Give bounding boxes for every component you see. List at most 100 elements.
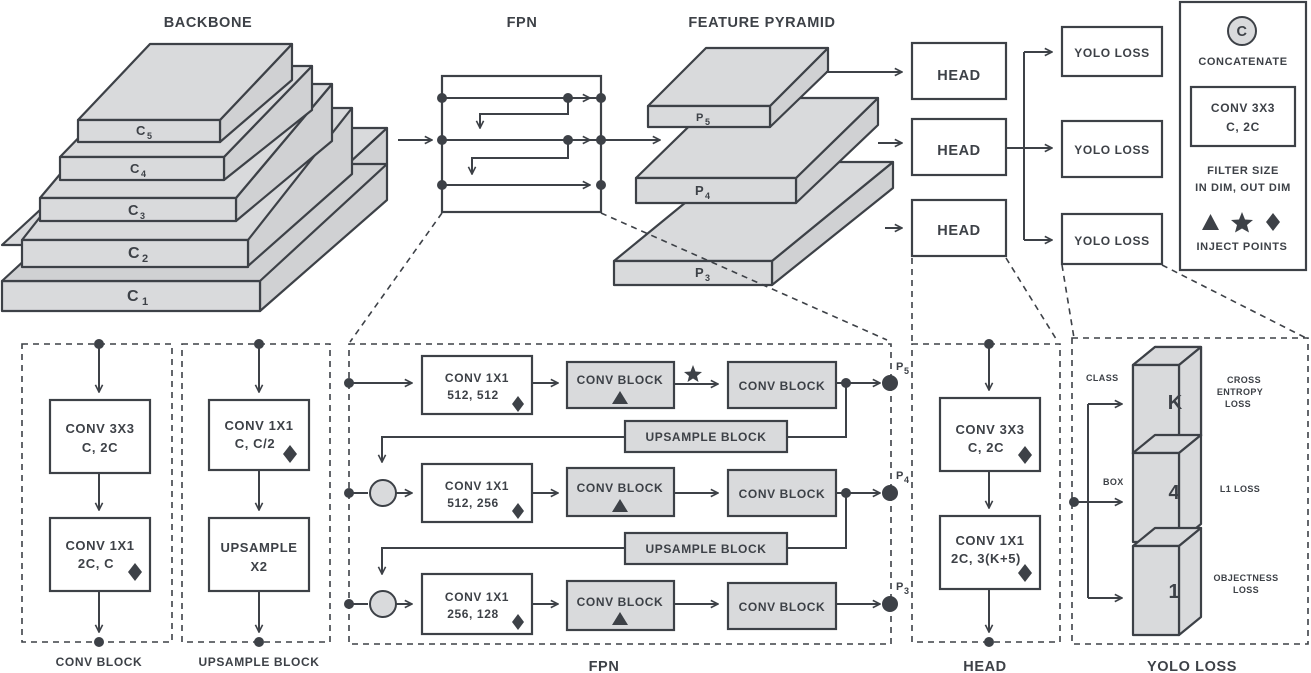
legend-filter-line1: FILTER SIZE (1207, 165, 1279, 177)
yolo-loss-detail-title: YOLO LOSS (1147, 659, 1237, 673)
backbone-label-c1: C 1 (127, 288, 149, 308)
yolo-loss-detail: CLASS BOX K 4 1 CROSS ENTROPY LOSS L1 (1069, 337, 1309, 645)
triangle-inject-icon (1202, 214, 1219, 230)
fpn-row-2: CONV 1X1 512, 256 CONV BLOCK CONV BLOCK … (344, 462, 909, 524)
backbone-stack: C 5 C 4 C 3 C 2 C 1 (0, 42, 389, 313)
svg-text:1: 1 (142, 296, 149, 308)
conv-block-box1-line1: CONV 3X3 (65, 421, 134, 436)
fpn-schematic (437, 74, 606, 214)
head-box2-line1: CONV 1X1 (955, 533, 1024, 548)
svg-text:YOLO LOSS: YOLO LOSS (1074, 46, 1149, 60)
fpn-upsample-1: UPSAMPLE BLOCK (382, 383, 847, 462)
svg-text:512, 256: 512, 256 (447, 496, 499, 510)
box-label: BOX (1103, 477, 1124, 487)
svg-text:P: P (896, 470, 904, 482)
head-detail-title: HEAD (963, 659, 1007, 673)
feature-pyramid: P 5 P 4 P 3 (612, 46, 895, 287)
svg-text:5: 5 (147, 131, 152, 141)
svg-text:3: 3 (140, 211, 145, 221)
loss3-line2: LOSS (1233, 585, 1259, 595)
svg-text:4: 4 (705, 191, 710, 201)
svg-text:3: 3 (904, 586, 909, 596)
svg-text:K: K (1168, 392, 1183, 414)
backbone-label-c5: C 5 (136, 123, 152, 141)
yolo-loss-box-3: YOLO LOSS (1060, 212, 1164, 266)
backbone-layer-c5 (76, 42, 294, 144)
svg-text:UPSAMPLE BLOCK: UPSAMPLE BLOCK (645, 542, 766, 556)
svg-text:C: C (128, 203, 139, 219)
conv-block-title: CONV BLOCK (56, 655, 143, 669)
svg-text:CONV BLOCK: CONV BLOCK (577, 373, 664, 387)
loss3-line1: OBJECTNESS (1213, 573, 1278, 583)
head-box1-line2: C, 2C (968, 440, 1004, 455)
diamond-inject-icon (1266, 213, 1280, 231)
svg-text:C: C (1236, 24, 1247, 40)
pyramid-label-p3: P 3 (695, 265, 710, 283)
svg-text:YOLO LOSS: YOLO LOSS (1074, 143, 1149, 157)
svg-text:CONV 1X1: CONV 1X1 (445, 371, 509, 385)
upsample-box1-line1: CONV 1X1 (224, 418, 293, 433)
fpn-upsample-2: UPSAMPLE BLOCK (382, 493, 847, 574)
svg-text:C: C (130, 161, 140, 176)
head-box-1: HEAD (910, 41, 1008, 101)
loss1-line1: CROSS (1227, 375, 1261, 385)
svg-text:P: P (695, 183, 704, 198)
conv-block-box1-line2: C, 2C (82, 440, 118, 455)
conv-block-box2-line2: 2C, C (78, 556, 114, 571)
zoom-lines (349, 212, 1307, 343)
concatenate-icon: C (1227, 16, 1257, 46)
svg-text:C: C (127, 288, 139, 305)
svg-text:HEAD: HEAD (937, 68, 981, 84)
head-box2-line2: 2C, 3(K+5) (951, 551, 1021, 566)
pyramid-level-p5 (646, 46, 830, 129)
fpn-detail-title: FPN (589, 659, 620, 673)
upsample-box2-line2: X2 (250, 559, 267, 574)
svg-text:4: 4 (1168, 482, 1180, 504)
legend-conv-line1: CONV 3X3 (1211, 101, 1275, 115)
svg-text:C: C (136, 123, 146, 138)
backbone-label-c4: C 4 (130, 161, 146, 179)
svg-text:P: P (696, 112, 704, 124)
svg-text:YOLO LOSS: YOLO LOSS (1074, 234, 1149, 248)
head-box-3: HEAD (910, 198, 1008, 258)
upsample-block-detail: CONV 1X1 C, C/2 UPSAMPLE X2 (181, 339, 331, 647)
svg-text:CONV BLOCK: CONV BLOCK (739, 379, 826, 393)
concatenate-label: CONCATENATE (1198, 56, 1287, 68)
svg-text:5: 5 (904, 366, 909, 376)
legend-filter-line2: IN DIM, OUT DIM (1195, 182, 1291, 194)
panel-box: 4 (1131, 433, 1203, 544)
legend-conv-line2: C, 2C (1226, 120, 1260, 134)
class-label: CLASS (1086, 373, 1119, 383)
head-box1-line1: CONV 3X3 (955, 422, 1024, 437)
loss2-label: L1 LOSS (1220, 484, 1260, 494)
upsample-block-title: UPSAMPLE BLOCK (198, 655, 319, 669)
legend-conv-box (1189, 85, 1297, 148)
loss1-line3: LOSS (1225, 399, 1251, 409)
svg-text:HEAD: HEAD (937, 223, 981, 239)
svg-text:HEAD: HEAD (937, 143, 981, 159)
svg-text:5: 5 (705, 117, 710, 127)
pyramid-label-p4: P 4 (695, 183, 710, 201)
svg-text:UPSAMPLE BLOCK: UPSAMPLE BLOCK (645, 430, 766, 444)
fpn-row-1: CONV 1X1 512, 512 CONV BLOCK CONV BLOCK … (344, 354, 909, 416)
svg-text:CONV BLOCK: CONV BLOCK (577, 481, 664, 495)
svg-text:2: 2 (142, 253, 149, 265)
yolo-loss-box-2: YOLO LOSS (1060, 119, 1164, 179)
conv-block-detail: CONV 3X3 C, 2C CONV 1X1 2C, C (21, 339, 173, 647)
pyramid-level-p4 (634, 96, 880, 205)
fpn-row-3: CONV 1X1 256, 128 CONV BLOCK CONV BLOCK … (344, 572, 909, 636)
pyramid-label-p5: P 5 (696, 112, 710, 127)
panel-objectness: 1 (1131, 526, 1203, 637)
svg-text:3: 3 (705, 273, 710, 283)
svg-text:CONV BLOCK: CONV BLOCK (577, 595, 664, 609)
svg-text:4: 4 (904, 475, 909, 485)
svg-text:1: 1 (1168, 581, 1179, 603)
inject-points-label: INJECT POINTS (1197, 241, 1288, 253)
backbone-label-c3: C 3 (128, 203, 145, 221)
loss1-line2: ENTROPY (1217, 387, 1263, 397)
svg-text:CONV BLOCK: CONV BLOCK (739, 487, 826, 501)
feature-pyramid-title: FEATURE PYRAMID (688, 15, 835, 31)
conv-block-box2-line1: CONV 1X1 (65, 538, 134, 553)
svg-text:512, 512: 512, 512 (447, 388, 499, 402)
